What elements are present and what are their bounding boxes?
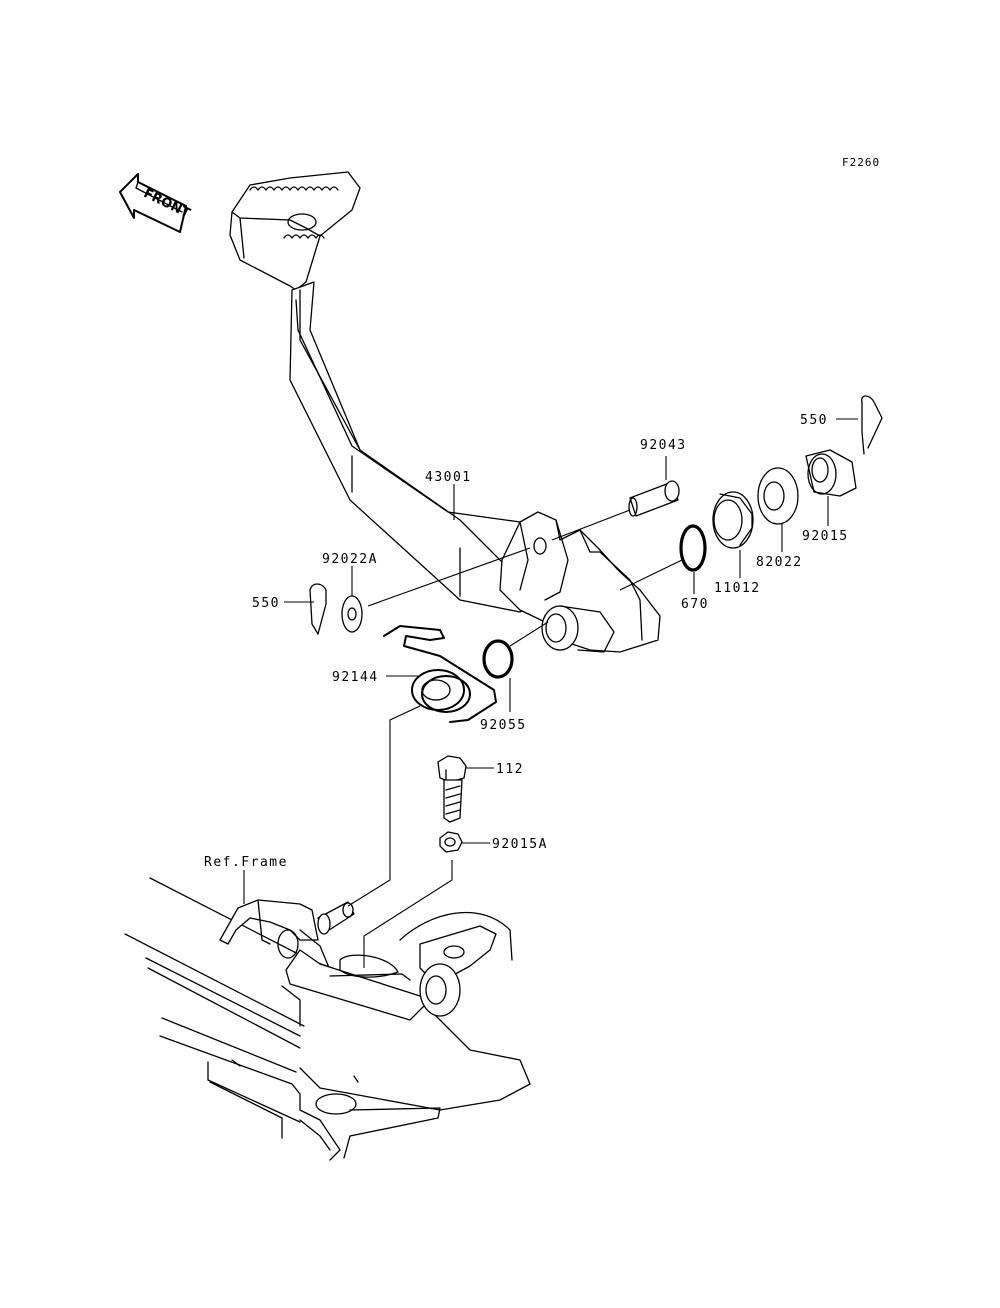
- label-92022A: 92022A: [322, 552, 378, 567]
- cotter-pin-550-right: [861, 395, 883, 455]
- nut-92015A: [439, 831, 463, 853]
- label-92055: 92055: [480, 718, 527, 733]
- label-550-left: 550: [252, 596, 280, 611]
- label-92015: 92015: [802, 529, 849, 544]
- label-11012: 11012: [714, 581, 761, 596]
- washer-92022A: [341, 547, 531, 633]
- o-ring-92055: [482, 639, 514, 679]
- label-92043: 92043: [640, 438, 687, 453]
- front-arrow-icon: FRONT: [119, 173, 192, 233]
- frame-reference: [124, 877, 531, 1161]
- return-spring-92144: [383, 625, 497, 723]
- label-82022: 82022: [756, 555, 803, 570]
- label-670: 670: [681, 597, 709, 612]
- leader-lines: [243, 418, 858, 968]
- label-550-right: 550: [800, 413, 828, 428]
- label-92144: 92144: [332, 670, 379, 685]
- seal-11012: [712, 491, 754, 549]
- washer-82022: [757, 467, 799, 525]
- label-43001: 43001: [425, 470, 472, 485]
- nut-92015: [805, 449, 857, 497]
- label-92015A: 92015A: [492, 837, 548, 852]
- bolt-112: [437, 755, 467, 823]
- diagram-code: F2260: [842, 156, 880, 169]
- cotter-pin-550-left: [309, 583, 327, 635]
- label-112: 112: [496, 762, 524, 777]
- pivot-pin-92043: [551, 480, 680, 541]
- label-ref-frame: Ref.Frame: [204, 855, 288, 870]
- o-ring-670: [679, 524, 707, 572]
- brake-pedal-part: [229, 171, 661, 653]
